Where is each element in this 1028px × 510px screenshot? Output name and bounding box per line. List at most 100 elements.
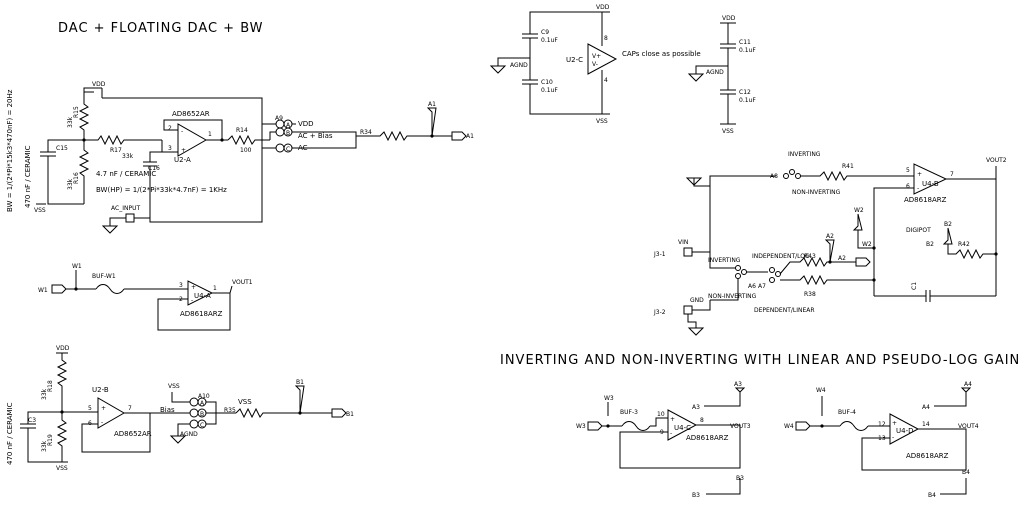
svg-text:+: + <box>670 416 675 423</box>
u4a-part: AD8618ARZ <box>180 310 223 318</box>
svg-text:-: - <box>892 434 894 441</box>
svg-text:7: 7 <box>950 171 954 178</box>
svg-text:C10: C10 <box>541 79 553 86</box>
jumper-a8[interactable] <box>783 173 789 179</box>
opamp-u4a <box>187 280 214 306</box>
svg-text:BUF-4: BUF-4 <box>838 409 856 416</box>
caps-close-note: CAPs close as possible <box>622 50 701 58</box>
vdd-label-1: VDD <box>92 81 106 88</box>
svg-text:DIGIPOT: DIGIPOT <box>906 227 931 234</box>
svg-text:+: + <box>917 171 922 178</box>
svg-text:A7: A7 <box>758 283 766 290</box>
a1-connector <box>451 131 467 141</box>
r17-label: R17 <box>110 147 122 154</box>
svg-text:NON-INVERTING: NON-INVERTING <box>708 293 757 300</box>
svg-text:A8: A8 <box>770 173 778 180</box>
buf-w1-label: BUF-W1 <box>92 273 116 280</box>
jumper-a6[interactable] <box>735 265 741 271</box>
svg-text:A10: A10 <box>198 393 210 400</box>
svg-text:B3: B3 <box>736 475 744 482</box>
vout1-label: VOUT1 <box>232 279 253 286</box>
jumper-a7[interactable] <box>769 267 775 273</box>
vss-label-1: VSS <box>34 207 46 214</box>
u4a-name: U4-A <box>194 292 211 300</box>
vss-label-4: VSS <box>238 398 252 406</box>
fuse-buf-w1 <box>95 284 125 294</box>
svg-text:R35: R35 <box>224 407 236 414</box>
svg-text:AGND: AGND <box>510 62 528 69</box>
svg-text:AGND: AGND <box>706 69 724 76</box>
r15-label: R15 <box>73 106 80 118</box>
svg-text:-: - <box>181 128 183 135</box>
svg-text:W2: W2 <box>854 207 864 214</box>
svg-text:VSS: VSS <box>722 128 734 135</box>
opamp-u4d <box>889 413 920 445</box>
svg-text:B: B <box>200 411 204 418</box>
jumper-a10[interactable]: A B C <box>189 397 207 429</box>
svg-text:0.1uF: 0.1uF <box>739 97 756 104</box>
c3-value: 470 nF / CERAMIC <box>6 402 14 465</box>
svg-text:V-: V- <box>592 61 598 68</box>
r34-label: R34 <box>360 129 372 136</box>
svg-text:33k: 33k <box>41 388 48 400</box>
c15-label: C15 <box>56 145 68 152</box>
svg-text:INDEPENDENT/LOG: INDEPENDENT/LOG <box>752 253 810 260</box>
svg-text:14: 14 <box>922 421 930 428</box>
svg-text:VDD: VDD <box>722 15 736 22</box>
svg-text:8: 8 <box>604 35 608 42</box>
svg-text:1: 1 <box>213 285 217 292</box>
jumper-a9[interactable]: A B C <box>275 119 293 153</box>
svg-text:DEPENDENT/LINEAR: DEPENDENT/LINEAR <box>754 307 815 314</box>
svg-text:INVERTING: INVERTING <box>708 257 741 264</box>
svg-text:A6: A6 <box>748 283 756 290</box>
svg-text:10: 10 <box>657 411 665 418</box>
svg-text:W3: W3 <box>604 395 614 402</box>
svg-text:A4: A4 <box>922 404 930 411</box>
svg-text:+: + <box>191 284 196 291</box>
svg-text:0.1uF: 0.1uF <box>541 87 558 94</box>
svg-text:A3: A3 <box>734 381 742 388</box>
svg-text:R18: R18 <box>47 380 54 392</box>
svg-text:J3-1: J3-1 <box>653 251 666 258</box>
svg-text:A2: A2 <box>838 255 846 262</box>
u2a-name: U2-A <box>174 156 191 164</box>
svg-text:W2: W2 <box>862 241 872 248</box>
bw-highpass-note: BW(HP) = 1/(2*Pi*33k*4.7nF) = 1KHz <box>96 186 227 194</box>
resistor-r17 <box>84 134 162 146</box>
opamp-u2b <box>97 397 126 429</box>
r14-label: R14 <box>236 127 248 134</box>
u2b-part: AD8652AR <box>114 430 152 438</box>
vss-label-3: VSS <box>168 383 180 390</box>
svg-text:C: C <box>286 146 290 153</box>
r15-value: 33k <box>67 116 74 128</box>
svg-text:J3-2: J3-2 <box>653 309 666 316</box>
opamp-u2c <box>587 43 618 75</box>
u4b-name: U4-B <box>922 180 939 188</box>
svg-text:NON-INVERTING: NON-INVERTING <box>792 189 841 196</box>
svg-text:R42: R42 <box>958 241 970 248</box>
svg-text:5: 5 <box>88 405 92 412</box>
resistor-r14 <box>227 134 270 146</box>
agnd-label-1: AGND <box>180 431 198 438</box>
svg-text:A3: A3 <box>692 404 700 411</box>
c16-value: 4.7 nF / CERAMIC <box>96 170 156 178</box>
r16-label: R16 <box>73 172 80 184</box>
a1-net-top: A1 <box>428 101 436 108</box>
svg-text:+: + <box>892 420 897 427</box>
u4c-name: U4-C <box>674 424 691 432</box>
a9-label: A9 <box>275 115 283 122</box>
section-buffer-w3: W3 W3 BUF-3 + - 10 9 8 U4-C AD8618ARZ VO… <box>576 381 751 499</box>
u4d-part: AD8618ARZ <box>906 452 949 460</box>
u4b-part: AD8618ARZ <box>904 196 947 204</box>
a1-net-right: A1 <box>466 133 474 140</box>
svg-text:C: C <box>200 422 204 429</box>
svg-text:GND: GND <box>690 297 704 304</box>
svg-text:R41: R41 <box>842 163 854 170</box>
section-buffer-w1: W1 W1 BUF-W1 + - 3 2 1 U4-A AD8618ARZ VO… <box>38 263 253 331</box>
svg-text:-: - <box>101 419 103 426</box>
svg-text:A4: A4 <box>964 381 972 388</box>
svg-text:-: - <box>670 430 672 437</box>
opamp-u4b <box>913 163 948 195</box>
section-buffer-w4: W4 W4 BUF-4 + - 12 13 14 U4-D AD8618ARZ … <box>784 381 979 499</box>
svg-text:VIN: VIN <box>678 239 688 246</box>
